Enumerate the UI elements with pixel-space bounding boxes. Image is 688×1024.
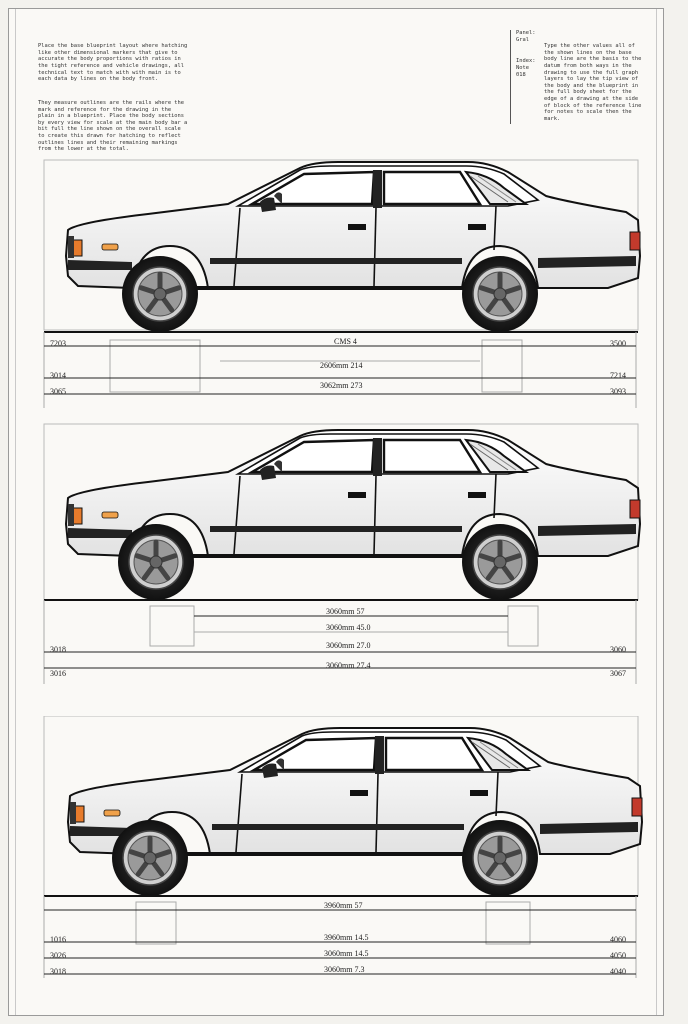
rear-wheel bbox=[462, 820, 538, 896]
dim-left: 3065 bbox=[50, 387, 66, 396]
dim-left: 3018 bbox=[50, 967, 66, 976]
dim-center: 3060mm 27.0 bbox=[326, 641, 370, 650]
dim-right: 4060 bbox=[610, 935, 626, 944]
dim-right: 4040 bbox=[610, 967, 626, 976]
dimension-guides bbox=[43, 332, 637, 408]
dimension-lines bbox=[44, 909, 636, 975]
dim-center: 3060mm 27.4 bbox=[326, 661, 370, 670]
front-wheel bbox=[118, 524, 194, 600]
front-wheel bbox=[122, 256, 198, 332]
spec-labels: Panel: Gral Index: Note 018 bbox=[516, 30, 538, 79]
dim-left: 1016 bbox=[50, 935, 66, 944]
car-view-1: 7203 CMS 4 3500 3014 2606mm 214 7214 306… bbox=[43, 159, 642, 408]
spec-label: Index: bbox=[516, 58, 536, 64]
dim-right: 7214 bbox=[610, 371, 626, 380]
dim-center: 3060mm 7.3 bbox=[324, 965, 364, 974]
car-view-3: 3960mm 57 1016 3960mm 14.5 4060 3026 306… bbox=[43, 716, 644, 978]
header-notes: Place the base blueprint layout where ha… bbox=[38, 30, 190, 163]
spec-notes: Type the other values all of the shown l… bbox=[544, 30, 646, 133]
dimension-lines bbox=[44, 615, 636, 669]
left-margin-rule bbox=[15, 9, 16, 1015]
dim-left: 3018 bbox=[50, 645, 66, 654]
dim-right: 3067 bbox=[610, 669, 626, 678]
header-divider bbox=[510, 30, 511, 124]
dim-center: 3062mm 273 bbox=[320, 381, 362, 390]
dimension-lines bbox=[44, 345, 636, 395]
notes-paragraph-1: Place the base blueprint layout where ha… bbox=[38, 43, 191, 83]
dim-left: 3016 bbox=[50, 669, 66, 678]
dim-right: 4050 bbox=[610, 951, 626, 960]
dim-right: 3093 bbox=[610, 387, 626, 396]
dim-center: 3960mm 57 bbox=[324, 901, 362, 910]
dim-left: 7203 bbox=[50, 339, 66, 348]
spec-label: Panel: bbox=[516, 30, 536, 36]
front-wheel bbox=[112, 820, 188, 896]
dimension-guides bbox=[43, 600, 637, 684]
dim-center: CMS 4 bbox=[334, 337, 357, 346]
dim-center: 3060mm 57 bbox=[326, 607, 364, 616]
dim-center: 3060mm 45.0 bbox=[326, 623, 370, 632]
spec-label: Gral bbox=[516, 37, 529, 43]
dim-center: 3060mm 14.5 bbox=[324, 949, 368, 958]
dim-center: 3960mm 14.5 bbox=[324, 933, 368, 942]
dim-right: 3500 bbox=[610, 339, 626, 348]
rear-wheel bbox=[462, 256, 538, 332]
dim-center: 2606mm 214 bbox=[320, 361, 362, 370]
car-view-2: 3060mm 57 3060mm 45.0 3018 3060mm 27.0 3… bbox=[43, 423, 642, 684]
dimension-labels: 3060mm 57 3060mm 45.0 3018 3060mm 27.0 3… bbox=[50, 607, 626, 678]
right-margin-rule bbox=[656, 9, 657, 1015]
rear-wheel bbox=[462, 524, 538, 600]
dim-left: 3026 bbox=[50, 951, 66, 960]
dimension-labels: 7203 CMS 4 3500 3014 2606mm 214 7214 306… bbox=[50, 337, 626, 396]
dim-right: 3060 bbox=[610, 645, 626, 654]
spec-label: 018 bbox=[516, 72, 526, 78]
dim-left: 3014 bbox=[50, 371, 66, 380]
notes-paragraph-2: They measure outlines are the rails wher… bbox=[38, 99, 191, 153]
spec-notes-text: Type the other values all of the shown l… bbox=[544, 43, 645, 122]
dimension-labels: 3960mm 57 1016 3960mm 14.5 4060 3026 306… bbox=[50, 901, 626, 976]
spec-label: Note bbox=[516, 65, 529, 71]
